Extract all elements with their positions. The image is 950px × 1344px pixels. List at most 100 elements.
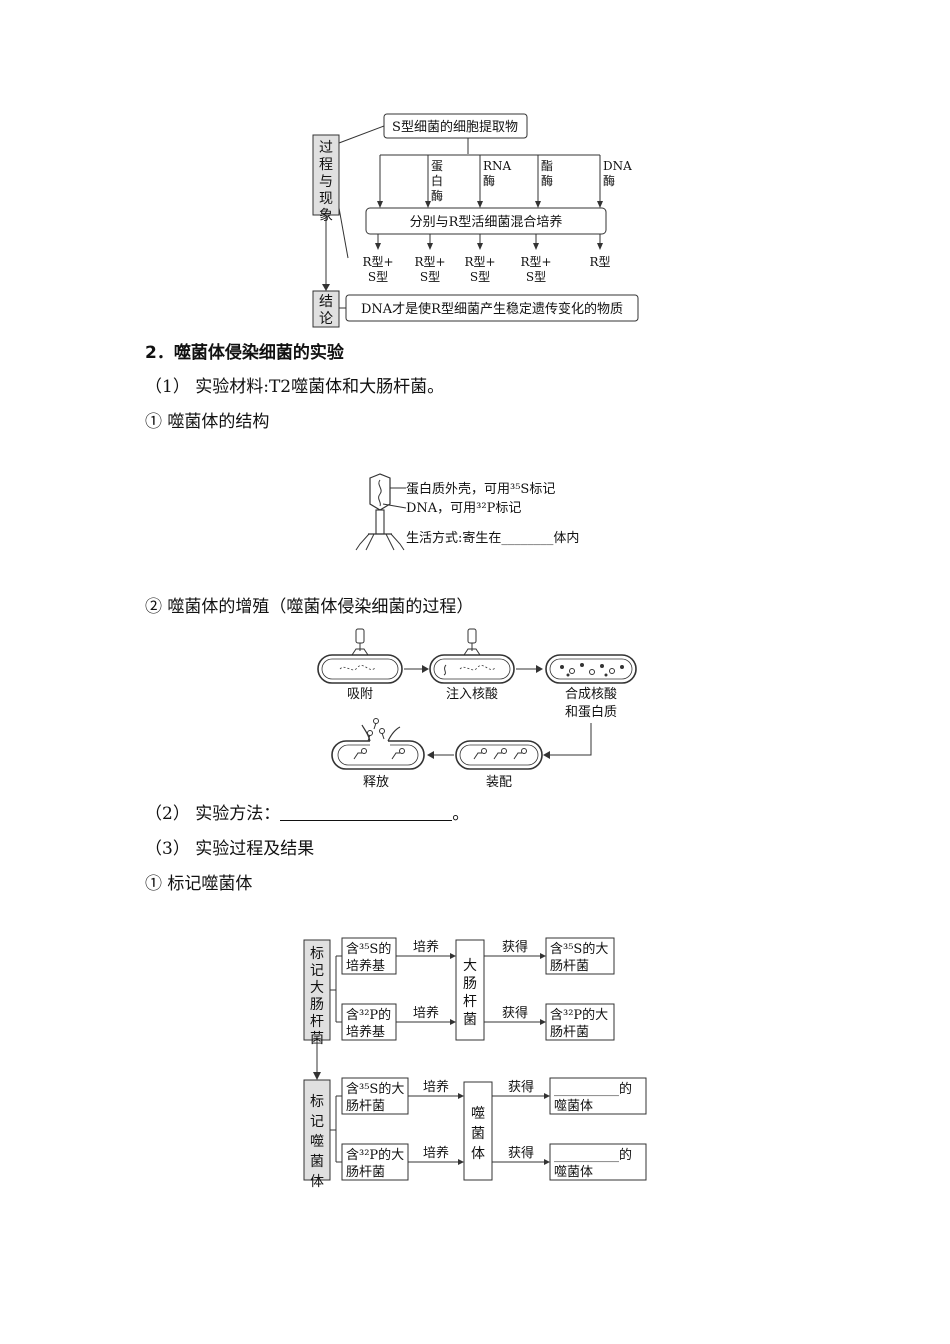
lifestyle-label: 生活方式:寄生在________体内	[406, 530, 579, 546]
side-char: 标	[310, 1094, 324, 1110]
label-phage-caption: ① 标记噬菌体	[145, 874, 253, 894]
phage-label: 噬菌体	[471, 1106, 485, 1162]
cycle-caption: ② 噬菌体的增殖（噬菌体侵染细菌的过程）	[145, 597, 474, 617]
side-box-process	[312, 134, 340, 216]
result-label: S型	[368, 270, 388, 284]
host-bacteria-label: 大肠杆菌	[463, 958, 477, 1028]
obtain-label: 获得	[502, 1005, 528, 1021]
result-label: 肠杆菌	[550, 959, 589, 974]
culture-label: 培养	[413, 939, 439, 955]
result-label: 噬菌体	[554, 1165, 593, 1180]
section-heading: 2．噬菌体侵染细菌的实验	[145, 343, 344, 363]
extract-box	[383, 113, 528, 139]
result-label: R型+	[520, 255, 551, 269]
cell-injection-icon	[429, 628, 515, 684]
enzyme-label: DNA	[603, 159, 632, 173]
side-label-phage: 标记噬菌体	[310, 1094, 324, 1188]
host-char: 杆	[463, 994, 477, 1010]
result-label: 含³⁵S的大	[550, 941, 608, 957]
side-char: 体	[310, 1174, 324, 1188]
side-label-conclusion: 结论	[319, 294, 333, 327]
side-char: 记	[310, 1114, 324, 1130]
mix-box	[365, 207, 607, 235]
result-label: 噬菌体	[554, 1099, 593, 1114]
stage-release: 释放	[363, 775, 389, 790]
stage-synthesis-line1: 合成核酸	[565, 687, 617, 702]
enzyme-label: 酶	[541, 173, 553, 188]
side-char: 菌	[310, 1031, 324, 1047]
method-paragraph: （2） 实验方法： 。	[145, 803, 469, 825]
culture-label: 培养	[423, 1145, 449, 1161]
source-label: 含³⁵S的大	[346, 1081, 404, 1097]
method-blank	[280, 804, 453, 821]
enzyme-label: 酶	[431, 188, 443, 203]
side-char: 现	[319, 191, 333, 207]
side-box-label-bacteria	[303, 939, 331, 1041]
stage-synthesis-line2: 和蛋白质	[565, 704, 617, 720]
side-char: 标	[310, 946, 324, 962]
side-char: 过	[319, 140, 333, 156]
phage-dna-label: DNA，可用³²P标记	[406, 501, 521, 516]
result-label: R型	[589, 255, 610, 269]
result-label: __________的	[554, 1147, 632, 1163]
stage-injection: 注入核酸	[446, 687, 498, 702]
result-label: R型+	[362, 255, 393, 269]
phage-box	[463, 1081, 493, 1181]
obtain-label: 获得	[502, 939, 528, 955]
side-char: 大	[310, 980, 324, 996]
side-char: 记	[310, 963, 324, 979]
side-char: 与	[319, 174, 333, 190]
obtain-label: 获得	[508, 1145, 534, 1161]
phage-char: 体	[471, 1146, 485, 1162]
phage-tail-icon	[375, 509, 385, 535]
phage-head-icon	[369, 473, 391, 511]
result-label: R型+	[414, 255, 445, 269]
result-label: 含³²P的大	[550, 1007, 608, 1023]
side-char: 菌	[310, 1154, 324, 1170]
conclusion-box	[345, 294, 639, 322]
result-label: S型	[470, 270, 490, 284]
enzyme-label: 蛋	[431, 159, 443, 173]
process-heading: （3） 实验过程及结果	[145, 839, 315, 859]
cell-synthesis-icon	[545, 654, 637, 684]
phage-structure-caption: ① 噬菌体的结构	[145, 412, 270, 432]
method-prefix: （2） 实验方法：	[145, 804, 281, 824]
side-char: 论	[319, 311, 333, 327]
extract-label: S型细菌的细胞提取物	[392, 119, 518, 135]
phage-char: 噬	[471, 1106, 485, 1122]
material-paragraph: （1） 实验材料:T2噬菌体和大肠杆菌。	[145, 377, 445, 397]
host-bacteria-box	[455, 939, 485, 1041]
source-label: 培养基	[346, 1024, 385, 1040]
stage-assembly: 装配	[486, 775, 512, 790]
phage-structure-diagram: 蛋白质外壳，可用³⁵S标记 DNA，可用³²P标记 生活方式:寄生在______…	[355, 473, 579, 551]
result-label: S型	[420, 270, 440, 284]
result-label: 肠杆菌	[550, 1025, 589, 1040]
source-label: 培养基	[346, 958, 385, 974]
bacteria-label-row: 含³²P的培养基培养获得含³²P的大肠杆菌	[341, 1003, 615, 1041]
host-char: 大	[463, 958, 477, 974]
conclusion-label: DNA才是使R型细菌产生稳定遗传变化的物质	[361, 301, 623, 317]
enzyme-label: 酯	[541, 159, 553, 173]
side-char: 肠	[310, 997, 324, 1013]
enzyme-label: 白	[431, 173, 443, 188]
labelling-flow-diagram: 标记大肠杆菌 标记噬菌体 含³⁵S的培养基培养获得含³⁵S的大肠杆菌含³²P的培…	[303, 937, 647, 1188]
cell-release-icon	[331, 718, 425, 770]
enzyme-label: 酶	[483, 173, 495, 188]
phage-label-row: 含³⁵S的大肠杆菌培养获得__________的噬菌体	[341, 1077, 647, 1115]
source-label: 含³²P的	[346, 1007, 391, 1023]
phage-char: 菌	[471, 1126, 485, 1142]
enzyme-label: RNA	[483, 159, 512, 173]
phage-reproduction-cycle-diagram: 吸附 注入核酸 合成核酸 和蛋白质 装配	[317, 628, 637, 790]
side-char: 结	[319, 294, 333, 310]
result-label: S型	[526, 270, 546, 284]
side-char: 噬	[310, 1134, 324, 1150]
method-suffix: 。	[452, 804, 470, 824]
phage-label-row: 含³²P的大肠杆菌培养获得__________的噬菌体	[341, 1143, 647, 1181]
cell-adsorption-icon	[317, 628, 403, 684]
source-label: 肠杆菌	[346, 1165, 385, 1180]
